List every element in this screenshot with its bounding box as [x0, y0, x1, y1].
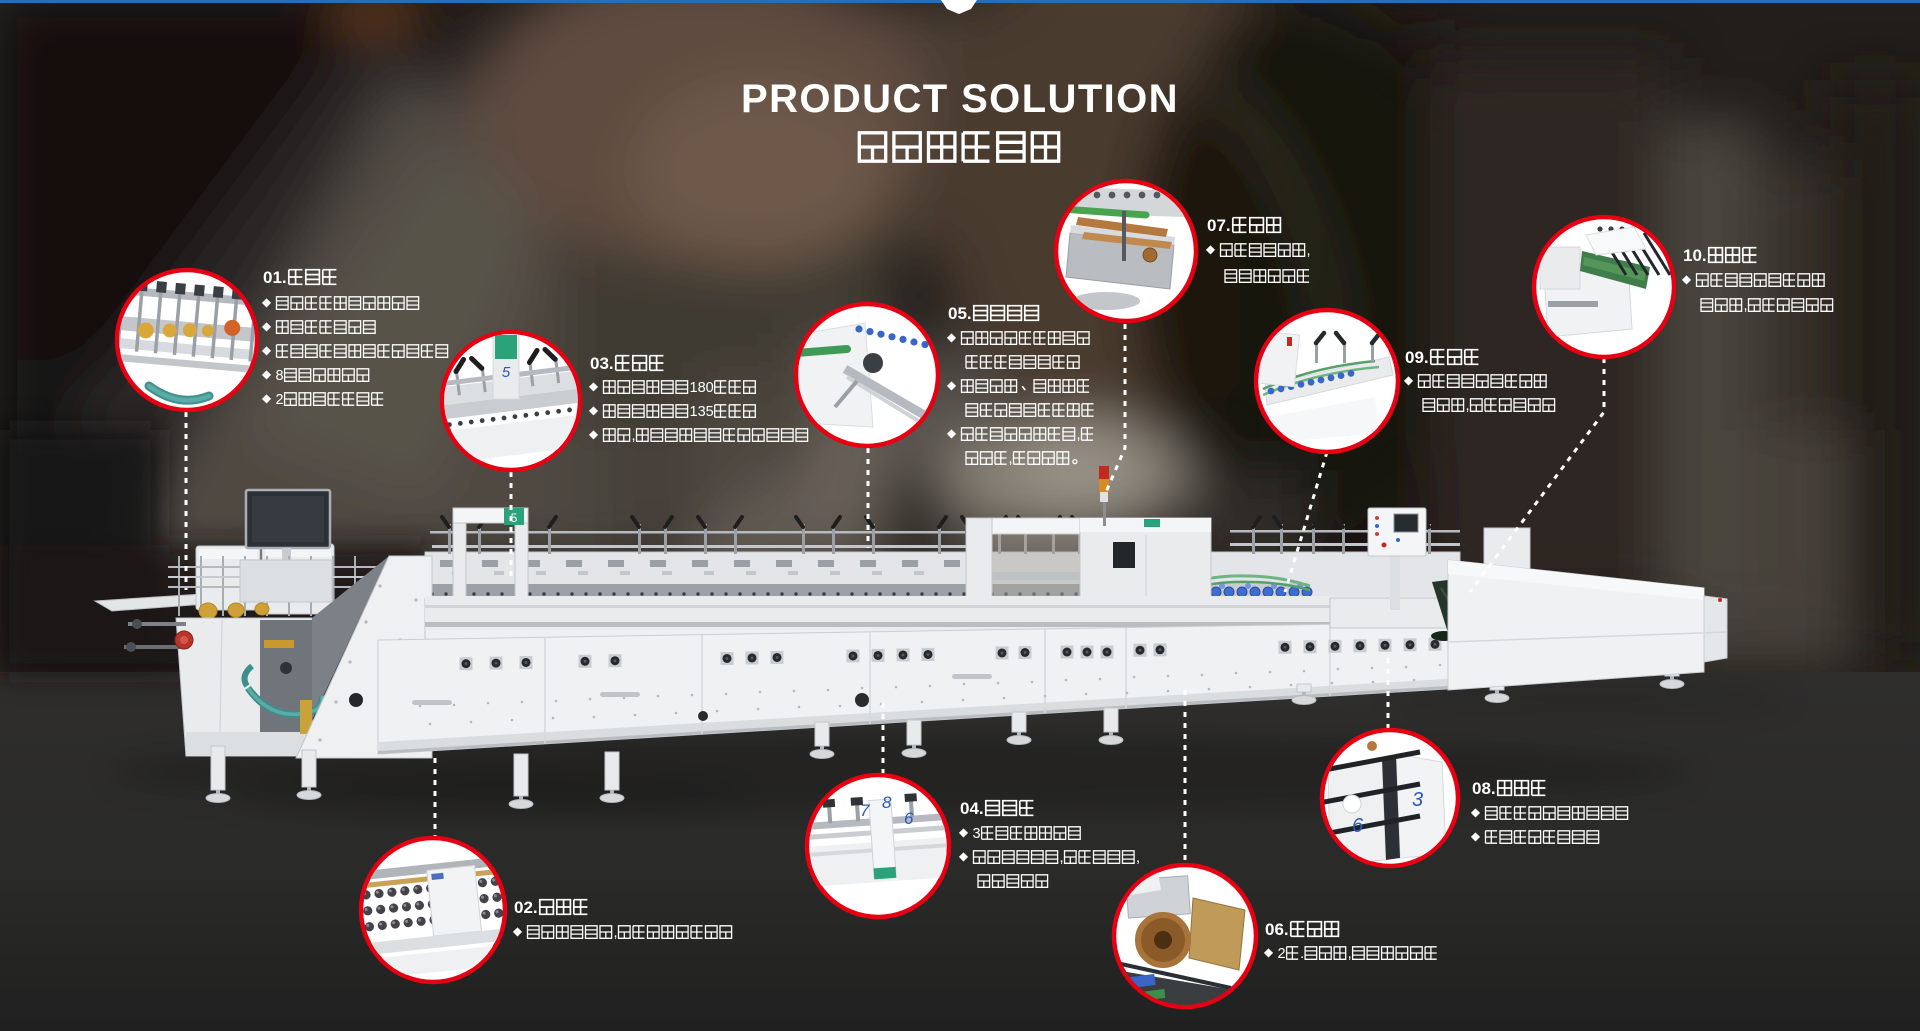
svg-text:3: 3 — [1412, 789, 1423, 811]
svg-text:135: 135 — [690, 404, 714, 420]
svg-text:,: , — [1077, 427, 1081, 443]
svg-text:5: 5 — [502, 364, 511, 381]
svg-text:04.: 04. — [960, 799, 984, 818]
svg-text:8: 8 — [276, 368, 284, 384]
svg-text:05.: 05. — [948, 304, 972, 323]
svg-text:02.: 02. — [514, 898, 538, 917]
svg-text:07.: 07. — [1207, 216, 1231, 235]
svg-text:,: , — [1307, 243, 1311, 259]
svg-text:06.: 06. — [1265, 920, 1289, 939]
svg-text:01.: 01. — [263, 268, 287, 287]
svg-text:,: , — [1136, 850, 1140, 866]
svg-text:6: 6 — [904, 809, 914, 828]
svg-text:8: 8 — [882, 793, 892, 812]
svg-text:,: , — [1744, 298, 1748, 314]
svg-text:2: 2 — [1278, 946, 1286, 962]
svg-text:180: 180 — [690, 380, 714, 396]
svg-text:.: . — [1300, 946, 1304, 962]
svg-text:,: , — [1009, 451, 1013, 467]
svg-text:7: 7 — [860, 801, 870, 820]
svg-text:,: , — [1466, 398, 1470, 414]
svg-text:09.: 09. — [1405, 348, 1429, 367]
svg-text:6: 6 — [1352, 815, 1364, 837]
svg-text:3: 3 — [973, 826, 981, 842]
svg-text:03.: 03. — [590, 354, 614, 373]
svg-text:,: , — [614, 925, 618, 941]
svg-text:2: 2 — [276, 392, 284, 408]
svg-text:,: , — [1348, 946, 1352, 962]
svg-text:PRODUCT SOLUTION: PRODUCT SOLUTION — [741, 77, 1179, 121]
svg-text:5: 5 — [511, 511, 518, 525]
svg-text:,: , — [632, 428, 636, 444]
svg-text:08.: 08. — [1472, 779, 1496, 798]
svg-text:10.: 10. — [1683, 246, 1707, 265]
svg-text:,: , — [1060, 850, 1064, 866]
